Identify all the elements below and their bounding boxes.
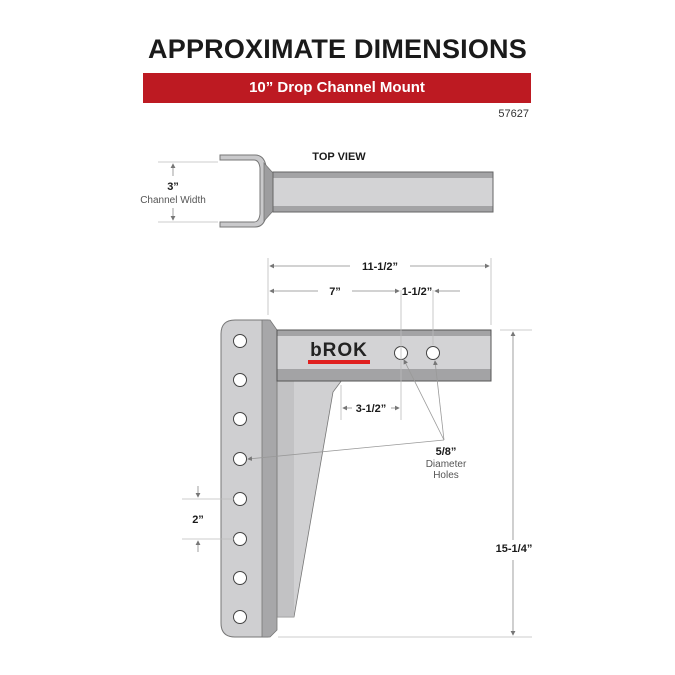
channel-width-label: Channel Width [140, 195, 206, 206]
hole-size-label-1: Diameter [426, 459, 467, 470]
channel-width-value: 3” [167, 181, 179, 193]
side-view: bROK 11-1/ [182, 258, 533, 638]
dim-to-first-hole: 7” [329, 286, 341, 298]
brand-logo: bROK [310, 340, 368, 361]
dim-hole-pitch: 2” [192, 514, 204, 526]
dim-height: 15-1/4” [496, 543, 533, 555]
dim-overall-length: 11-1/2” [362, 261, 398, 273]
brand-underline [308, 360, 370, 364]
top-view-label: TOP VIEW [312, 151, 366, 163]
dim-gusset: 3-1/2” [356, 403, 387, 415]
tube-hole [426, 346, 440, 360]
hole-size-label-2: Holes [433, 470, 459, 481]
hole-size-value: 5/8” [436, 446, 457, 458]
part-number: 57627 [498, 108, 529, 120]
page-title: APPROXIMATE DIMENSIONS [148, 34, 527, 64]
shank-holes [233, 334, 247, 624]
top-view: TOP VIEW 3” Channel Width [140, 151, 494, 228]
product-banner: 10” Drop Channel Mount [143, 73, 531, 103]
dim-hole-spacing: 1-1/2” [402, 286, 433, 298]
